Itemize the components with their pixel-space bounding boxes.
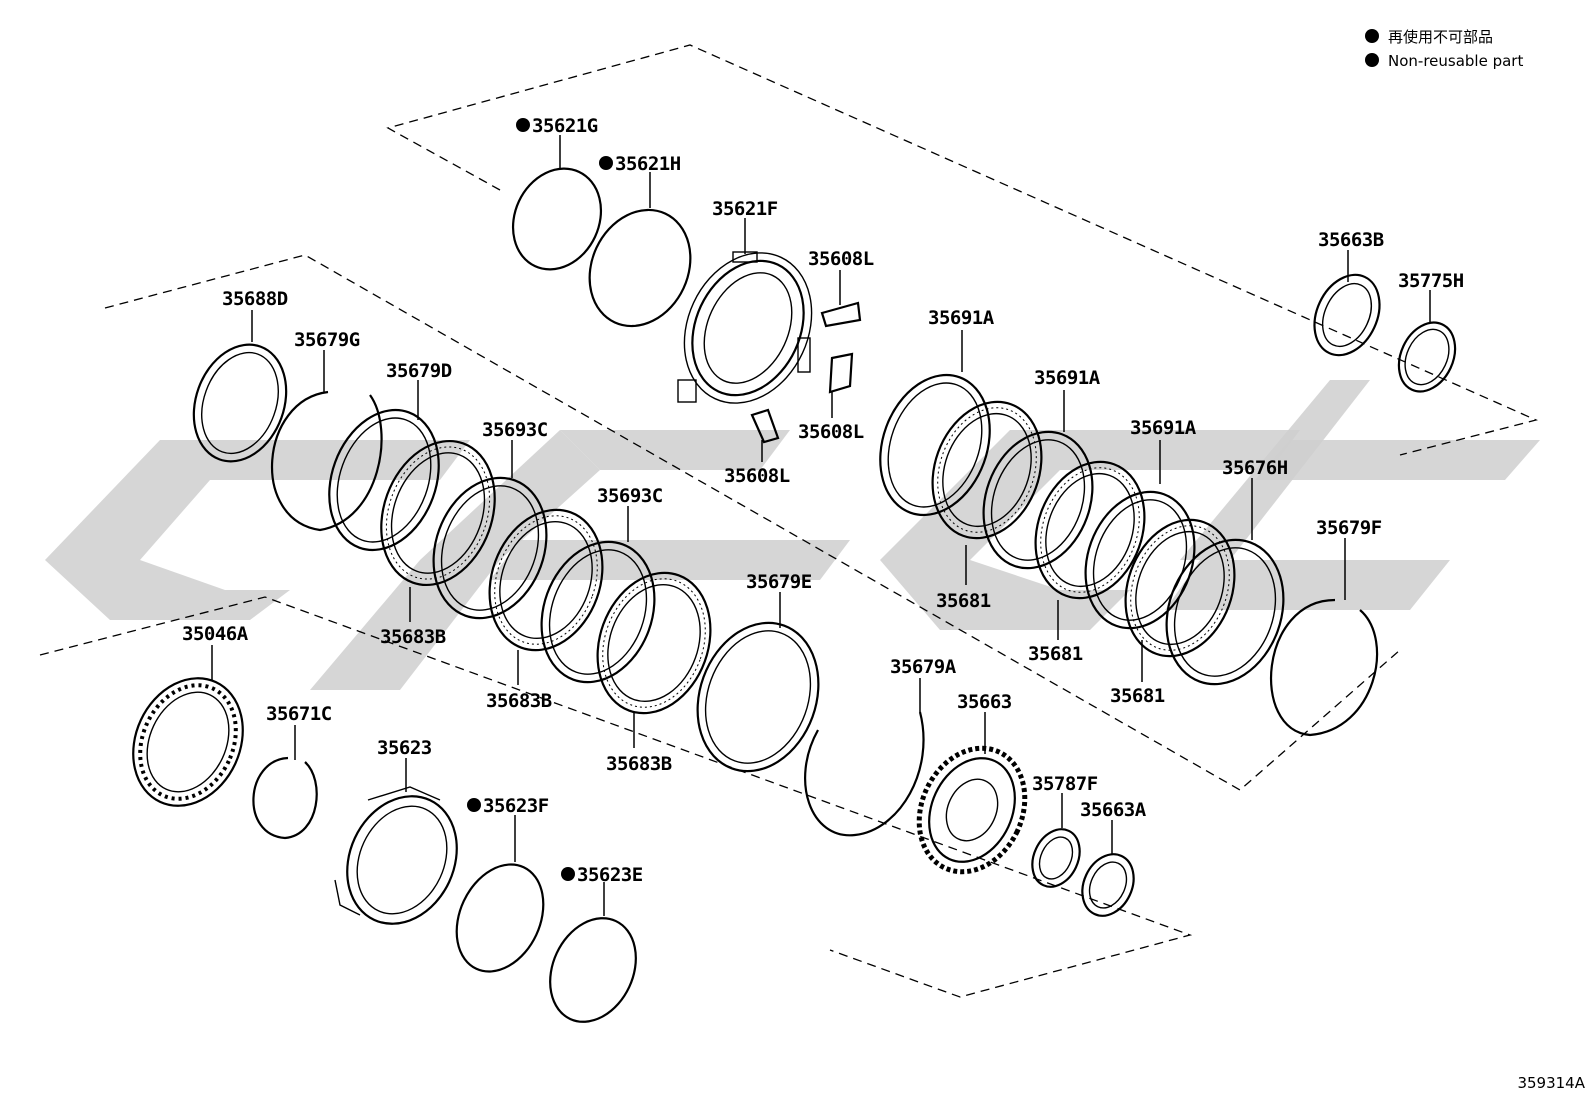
label-35621g[interactable]: 35621G xyxy=(532,115,598,137)
label-35608l-a[interactable]: 35608L xyxy=(808,248,874,270)
label-35663a[interactable]: 35663A xyxy=(1080,799,1147,821)
snap-ring-35679g[interactable] xyxy=(270,390,383,532)
label-35623[interactable]: 35623 xyxy=(377,737,432,759)
plate-35693c-b[interactable] xyxy=(523,526,674,698)
plate-35679e[interactable] xyxy=(678,606,839,789)
snap-ring-35671c[interactable] xyxy=(252,756,318,840)
label-35623e[interactable]: 35623E xyxy=(577,864,643,886)
label-35691a-b[interactable]: 35691A xyxy=(1034,367,1101,389)
assembly-boundaries xyxy=(39,44,1538,998)
label-35693c-b[interactable]: 35693C xyxy=(597,485,663,507)
legend-english: Non-reusable part xyxy=(1388,52,1523,70)
label-35679a[interactable]: 35679A xyxy=(890,656,957,678)
label-35691a-c[interactable]: 35691A xyxy=(1130,417,1197,439)
disc-35681-b[interactable] xyxy=(1017,446,1163,613)
label-35621f[interactable]: 35621F xyxy=(712,198,778,220)
disc-35683b-b[interactable] xyxy=(471,494,622,666)
plate-35691a-b[interactable] xyxy=(965,416,1111,583)
plate-35691a-a[interactable] xyxy=(862,360,1009,531)
label-35676h[interactable]: 35676H xyxy=(1222,457,1288,479)
spring-35608l-c[interactable] xyxy=(750,408,780,444)
label-35621h[interactable]: 35621H xyxy=(615,153,681,175)
leader-lines xyxy=(211,135,1431,916)
seal-ring-35623e[interactable] xyxy=(534,904,652,1036)
seal-ring-35621h[interactable] xyxy=(571,193,709,342)
label-35683b-c[interactable]: 35683B xyxy=(606,753,672,775)
legend: 再使用不可部品 Non-reusable part xyxy=(1365,28,1523,70)
label-35671c[interactable]: 35671C xyxy=(266,703,332,725)
non-reusable-marker-35621g xyxy=(516,118,530,132)
label-35608l-b[interactable]: 35608L xyxy=(798,421,864,443)
plate-35676h[interactable] xyxy=(1147,523,1303,700)
label-35683b-b[interactable]: 35683B xyxy=(486,690,552,712)
non-reusable-marker-35623e xyxy=(561,867,575,881)
disc-35683b-c[interactable] xyxy=(579,557,730,729)
snap-ring-35679a[interactable] xyxy=(804,711,925,837)
seal-ring-35621g[interactable] xyxy=(497,154,617,284)
label-35679d[interactable]: 35679D xyxy=(386,360,452,382)
label-35663[interactable]: 35663 xyxy=(957,691,1012,713)
part-labels: 35621G 35621H 35621F 35608L 35608L 35608… xyxy=(182,115,1464,886)
spring-35608l-b[interactable] xyxy=(828,352,854,394)
bearing-35663b[interactable] xyxy=(1302,264,1392,365)
washer-35787f[interactable] xyxy=(1023,822,1088,895)
label-35663b[interactable]: 35663B xyxy=(1318,229,1384,251)
disc-35681-a[interactable] xyxy=(914,386,1060,553)
figure-id: 359314A xyxy=(1517,1074,1585,1092)
disc-35683b-a[interactable] xyxy=(362,425,514,601)
drum-35623[interactable] xyxy=(327,778,477,942)
plate-35046a[interactable] xyxy=(113,660,263,824)
label-35683b-a[interactable]: 35683B xyxy=(380,626,446,648)
plate-35679d[interactable] xyxy=(311,395,458,566)
legend-japanese: 再使用不可部品 xyxy=(1388,28,1493,46)
label-35681-b[interactable]: 35681 xyxy=(1028,643,1083,665)
disc-35681-c[interactable] xyxy=(1107,504,1253,671)
label-35046a[interactable]: 35046A xyxy=(182,623,249,645)
label-35693c-a[interactable]: 35693C xyxy=(482,419,548,441)
label-35679e[interactable]: 35679E xyxy=(746,571,812,593)
race-35775h[interactable] xyxy=(1388,313,1466,400)
legend-marker-icon xyxy=(1365,53,1379,67)
label-35681-c[interactable]: 35681 xyxy=(1110,685,1165,707)
legend-marker-icon xyxy=(1365,29,1379,43)
label-35681-a[interactable]: 35681 xyxy=(936,590,991,612)
gear-35663[interactable] xyxy=(900,731,1045,889)
seal-ring-35623f[interactable] xyxy=(440,850,560,985)
label-35608l-c[interactable]: 35608L xyxy=(724,465,790,487)
ring-35688d[interactable] xyxy=(178,332,302,475)
label-35787f[interactable]: 35787F xyxy=(1032,773,1098,795)
label-35688d[interactable]: 35688D xyxy=(222,288,288,310)
plate-35693c-a[interactable] xyxy=(415,462,566,634)
non-reusable-marker-35623f xyxy=(467,798,481,812)
spring-35608l-a[interactable] xyxy=(820,301,862,328)
label-35623f[interactable]: 35623F xyxy=(483,795,549,817)
label-35775h[interactable]: 35775H xyxy=(1398,270,1464,292)
label-35679g[interactable]: 35679G xyxy=(294,329,360,351)
label-35679f[interactable]: 35679F xyxy=(1316,517,1382,539)
snap-ring-35679f[interactable] xyxy=(1270,598,1379,737)
non-reusable-marker-35621h xyxy=(599,156,613,170)
bearing-35663a[interactable] xyxy=(1073,846,1144,924)
label-35691a-a[interactable]: 35691A xyxy=(928,307,995,329)
piston-35621f[interactable] xyxy=(661,232,836,424)
